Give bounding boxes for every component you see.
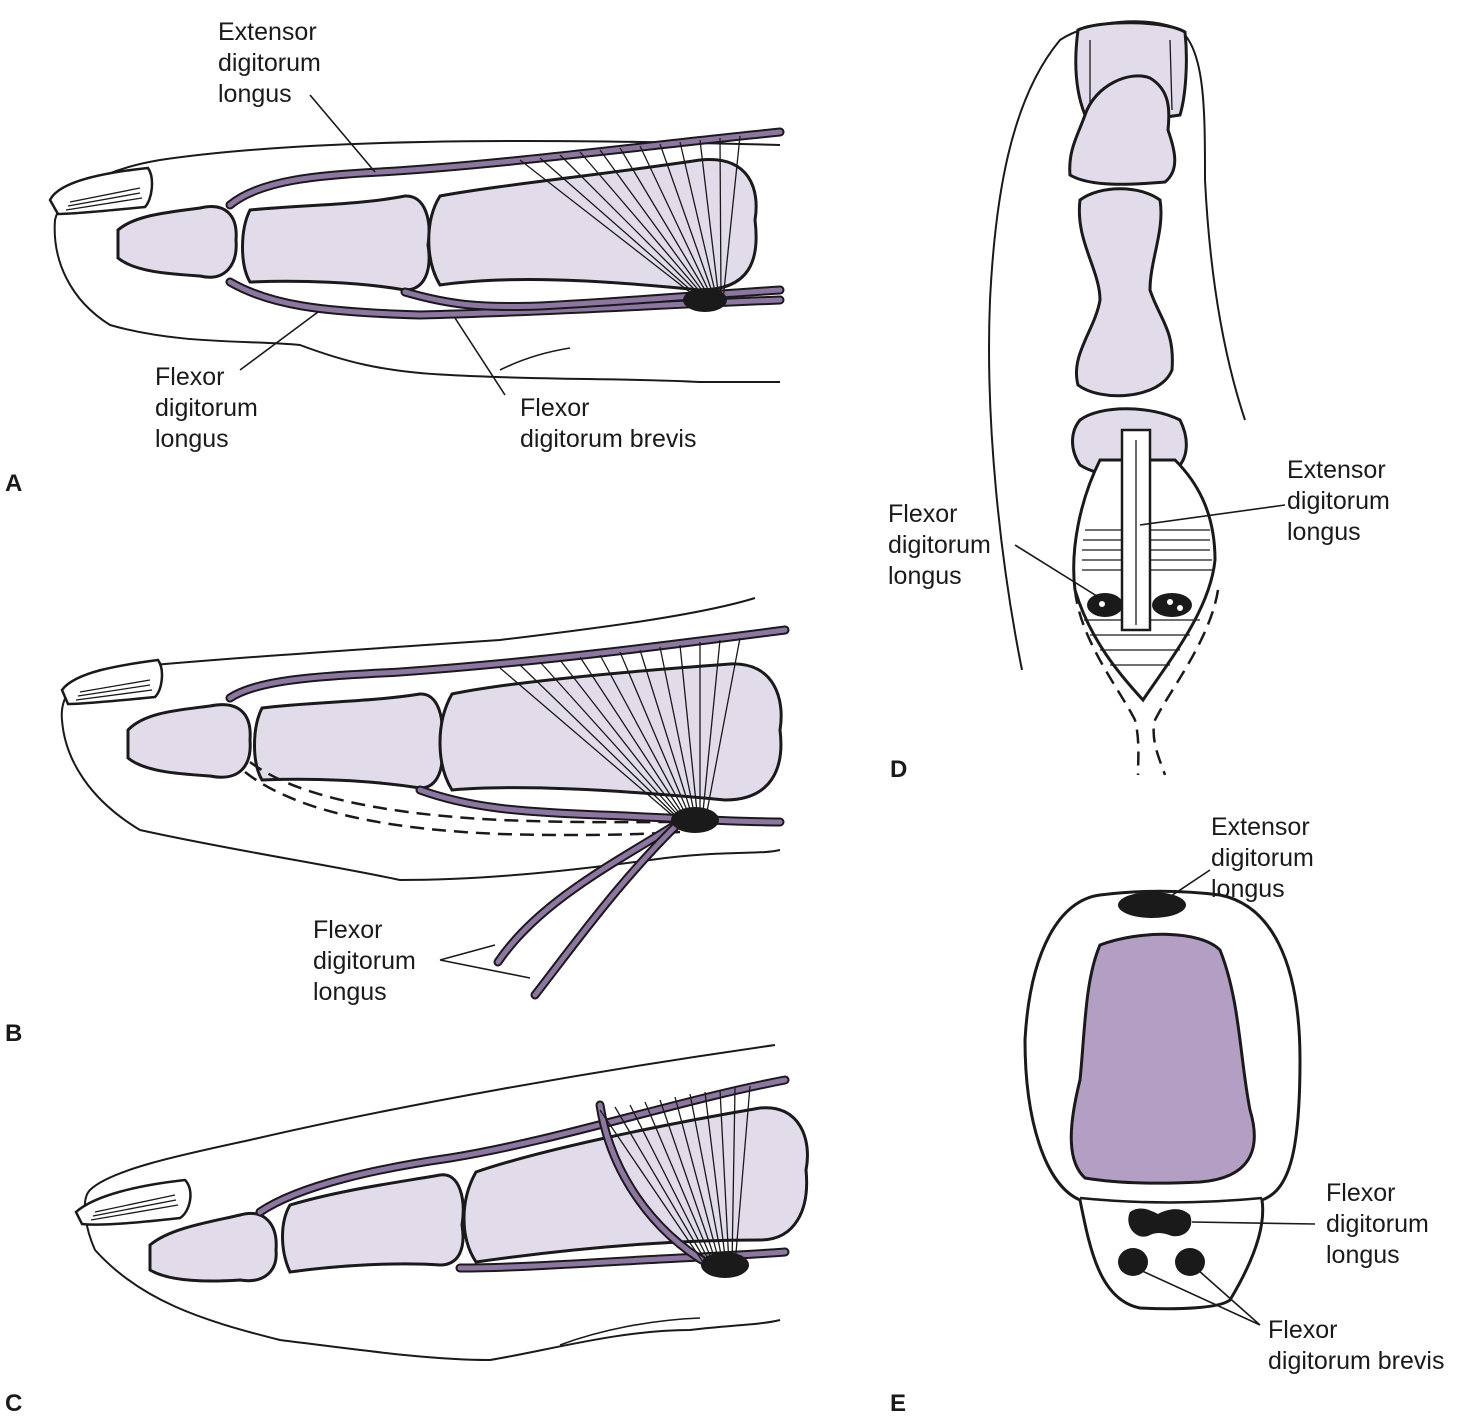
panel-c-middle-phalanx (281, 1173, 465, 1274)
panel-e-flexor-brevis-section-right (1175, 1248, 1205, 1276)
panel-d-label-flexor-longus: Flexor digitorum longus (888, 500, 991, 590)
panel-e-label-flexor-longus: Flexor digitorum longus (1326, 1179, 1429, 1269)
panel-a-letter: A (5, 470, 23, 497)
panel-a-leader-flexor-longus (239, 311, 319, 371)
panel-a-nail (48, 166, 154, 216)
panel-c-fiber-fan (599, 1085, 751, 1266)
panel-c-nail-stripes (90, 1194, 179, 1221)
panel-a-insertion-knot (683, 288, 727, 312)
panel-b-nail (60, 658, 164, 706)
panel-c-drawing (74, 1044, 809, 1362)
panel-d-label-extensor: Extensor digitorum longus (1287, 456, 1390, 546)
panel-e-flexor-brevis-section-left (1118, 1248, 1148, 1276)
panel-b-letter: B (5, 1020, 23, 1047)
panel-a-label-flexor-brevis: Flexor digitorum brevis (520, 394, 697, 453)
panel-e-leader-flexor-brevis (1139, 1269, 1261, 1326)
panel-a-label-extensor: Extensor digitorum longus (218, 18, 321, 108)
panel-e-letter: E (890, 1390, 907, 1417)
panel-b-drawing (60, 597, 790, 1000)
panel-d-leader-flexor (1014, 544, 1101, 599)
panel-b-insertion-knot (671, 807, 719, 833)
panel-e-label-flexor-brevis: Flexor digitorum brevis (1268, 1316, 1445, 1375)
panel-a-distal-phalanx (116, 205, 238, 279)
panel-c-letter: C (5, 1390, 23, 1417)
panel-d-drawing (988, 20, 1286, 776)
panel-e-leader-flexor-longus (1191, 1221, 1316, 1225)
panel-b-nail-stripes (75, 679, 153, 701)
panel-b-label-flexor-longus: Flexor digitorum longus (313, 916, 416, 1006)
panel-a-fiber-fan (519, 135, 741, 301)
panel-a-drawing (48, 94, 785, 396)
panel-e-drawing (1023, 869, 1316, 1326)
panel-d-dashed-outline-left (1073, 589, 1140, 776)
panel-b-proximal-phalanx (438, 662, 783, 802)
panel-e-leader-extensor (1164, 869, 1211, 901)
panel-d-dashed-outline-right (1152, 589, 1220, 776)
panel-a-leader-flexor-brevis (454, 317, 506, 396)
panel-b-leader-flexor-longus (439, 944, 531, 979)
panel-d-leader-extensor (1139, 504, 1286, 526)
panel-d-middle-phalanx (1075, 187, 1174, 398)
panel-a-label-flexor-longus: Flexor digitorum longus (155, 363, 258, 453)
panel-d-flexor-knots (1087, 593, 1192, 617)
panel-e-flexor-longus-section (1128, 1208, 1192, 1237)
panel-c-insertion-knot (701, 1252, 749, 1278)
panel-c-crease (559, 1317, 701, 1346)
panel-e-bone-section (1069, 932, 1256, 1185)
panel-a-leader-extensor (309, 94, 376, 173)
panel-b-distal-phalanx (126, 703, 252, 779)
panel-b-fiber-fan (499, 637, 741, 823)
panel-e-section-divider (1079, 1196, 1263, 1204)
panel-d-letter: D (890, 756, 908, 783)
panel-b-dashed-path-1 (249, 761, 681, 824)
panel-a-proximal-phalanx (427, 158, 758, 292)
panel-a-nail-stripes (65, 187, 143, 211)
panel-a-crease (499, 347, 571, 371)
panel-c-distal-phalanx (148, 1212, 278, 1283)
panel-b-middle-phalanx (253, 692, 444, 790)
panel-d-distal-phalanx (1068, 74, 1177, 186)
panel-a-middle-phalanx (241, 194, 431, 292)
panel-e-label-extensor: Extensor digitorum longus (1211, 813, 1314, 903)
panel-e-extensor-section (1118, 892, 1186, 918)
